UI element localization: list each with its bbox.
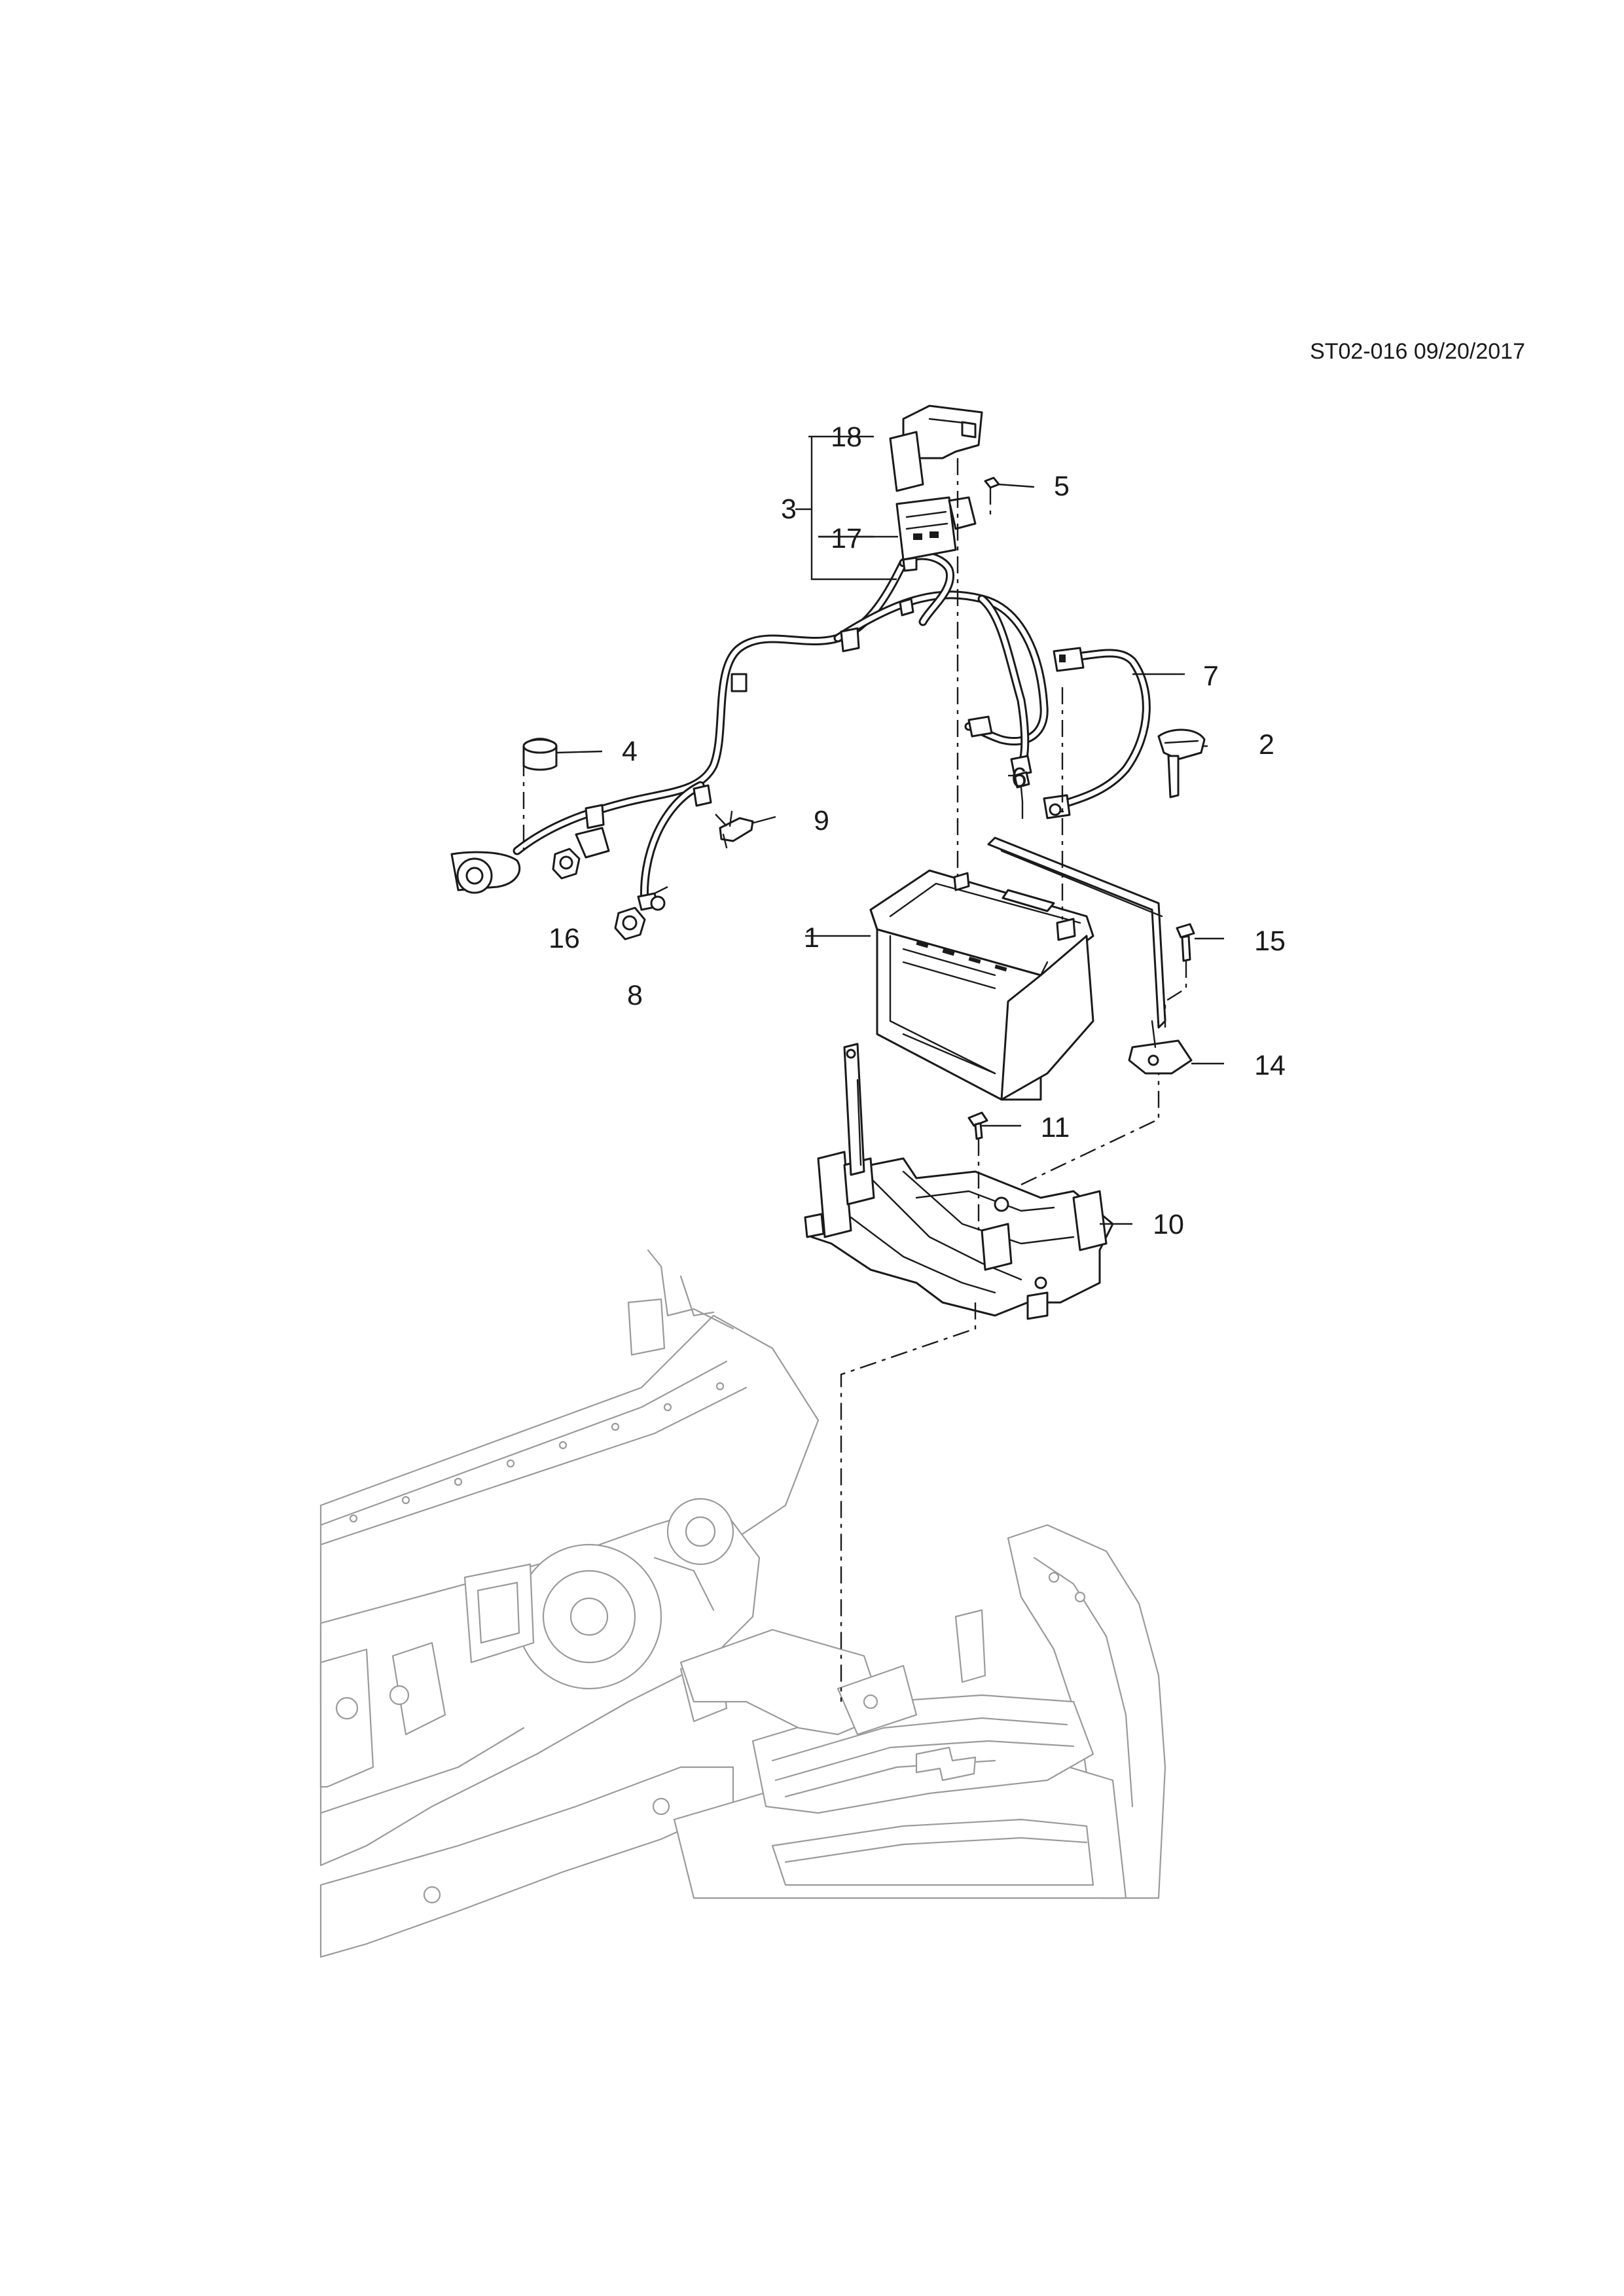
clip-6 bbox=[1013, 771, 1030, 803]
nut-16 bbox=[552, 848, 581, 880]
document-reference: ST02-016 09/20/2017 bbox=[1310, 339, 1525, 364]
callout-leaders bbox=[556, 435, 1224, 1225]
battery bbox=[869, 869, 1094, 1101]
callout-7: 7 bbox=[1203, 660, 1219, 692]
assembly-centerlines bbox=[522, 458, 1187, 1702]
callout-15: 15 bbox=[1254, 925, 1286, 957]
callout-4: 4 bbox=[622, 736, 638, 767]
negative-battery-cable bbox=[1043, 647, 1151, 819]
cable-clip-9 bbox=[719, 810, 754, 849]
grommet bbox=[522, 738, 558, 771]
rivet-row bbox=[349, 1382, 725, 1523]
battery-tray bbox=[804, 1043, 1114, 1320]
battery-cable-harness bbox=[450, 551, 1049, 911]
nut-8 bbox=[614, 906, 646, 941]
terminal-cover bbox=[1157, 728, 1206, 798]
callout-labels: 1 2 3 4 5 6 7 8 9 10 11 14 15 16 17 18 bbox=[549, 422, 1286, 1240]
callout-18: 18 bbox=[831, 422, 862, 453]
callout-17: 17 bbox=[831, 523, 862, 554]
callout-8: 8 bbox=[627, 980, 643, 1011]
bolt-11 bbox=[967, 1111, 988, 1140]
callout-1: 1 bbox=[804, 922, 820, 954]
callout-16: 16 bbox=[549, 923, 580, 954]
callout-5: 5 bbox=[1054, 471, 1070, 502]
fuse-block-cover bbox=[889, 404, 983, 492]
bolt-15 bbox=[1176, 923, 1195, 962]
nut-5 bbox=[984, 476, 1000, 489]
callout-6: 6 bbox=[1011, 762, 1027, 793]
callout-2: 2 bbox=[1259, 729, 1274, 761]
fuse-block bbox=[895, 496, 977, 572]
vehicle-front-fascia bbox=[673, 1524, 1166, 1899]
vehicle-front-structure bbox=[319, 1249, 820, 1958]
ground-strap-bracket bbox=[987, 836, 1193, 1075]
callout-9: 9 bbox=[814, 805, 829, 836]
callout-14: 14 bbox=[1254, 1050, 1286, 1081]
callout-11: 11 bbox=[1041, 1112, 1070, 1143]
callout-10: 10 bbox=[1153, 1209, 1184, 1240]
callout-3: 3 bbox=[781, 493, 797, 525]
